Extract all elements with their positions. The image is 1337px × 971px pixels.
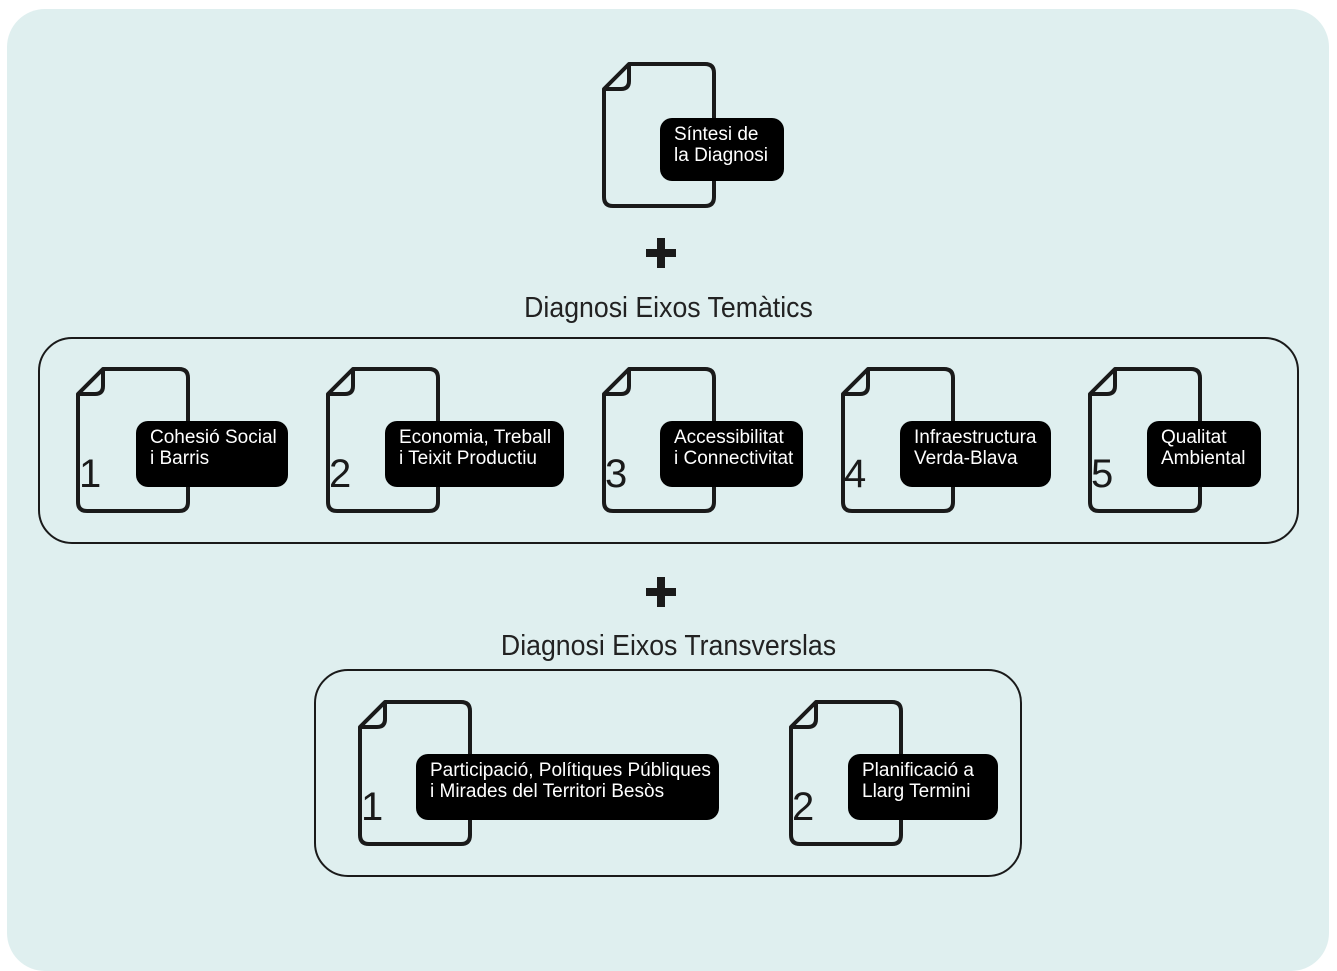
transversal-item-number: 2 — [792, 785, 815, 829]
document-icon — [1088, 367, 1202, 513]
thematic-item-line2: Verda-Blava — [914, 448, 1018, 469]
thematic-item-line2: i Connectivitat — [674, 448, 794, 469]
transversal-section-title: Diagnosi Eixos Transverslas — [500, 630, 837, 662]
transversal-item-line2: Llarg Termini — [862, 781, 971, 802]
thematic-item-label: Qualitat Ambiental — [1147, 421, 1261, 487]
document-icon — [76, 367, 190, 513]
thematic-document-5: 5 Qualitat Ambiental — [1087, 366, 1337, 516]
transversal-document-2: 2 Planificació a Llarg Termini — [788, 699, 1088, 849]
thematic-item-line1: Economia, Treball — [399, 427, 552, 448]
document-icon — [602, 367, 716, 513]
transversal-item-line2: i Mirades del Territori Besòs — [430, 781, 665, 802]
document-icon — [789, 700, 903, 846]
thematic-group-box — [38, 337, 1299, 544]
thematic-item-line2: Ambiental — [1161, 448, 1246, 469]
thematic-item-number: 1 — [79, 452, 102, 496]
thematic-document-1: 1 Cohesió Social i Barris — [75, 366, 375, 516]
transversal-document-1: 1 Participació, Polítiques Públiques i M… — [357, 699, 719, 849]
synthesis-label-line2: la Diagnosi — [674, 145, 768, 166]
thematic-section-title: Diagnosi Eixos Temàtics — [524, 292, 813, 324]
transversal-item-label: Planificació a Llarg Termini — [848, 754, 998, 820]
thematic-item-number: 4 — [844, 452, 867, 496]
plus-icon — [646, 577, 676, 607]
transversal-item-line1: Participació, Polítiques Públiques — [430, 760, 711, 781]
thematic-item-line1: Accessibilitat — [674, 427, 784, 448]
thematic-item-line1: Infraestructura — [914, 427, 1037, 448]
thematic-item-number: 3 — [605, 452, 628, 496]
thematic-item-line2: i Barris — [150, 448, 210, 469]
document-icon — [841, 367, 955, 513]
thematic-item-number: 2 — [329, 452, 352, 496]
plus-icon — [646, 238, 676, 268]
thematic-item-label: Infraestructura Verda-Blava — [900, 421, 1051, 487]
document-icon — [326, 367, 440, 513]
thematic-document-2: 2 Economia, Treball i Teixit Productiu — [325, 366, 625, 516]
thematic-item-label: Accessibilitat i Connectivitat — [660, 421, 803, 487]
thematic-item-number: 5 — [1091, 452, 1114, 496]
thematic-item-line2: i Teixit Productiu — [399, 448, 537, 469]
transversal-item-number: 1 — [361, 785, 384, 829]
thematic-item-line1: Qualitat — [1161, 427, 1227, 448]
thematic-document-3: 3 Accessibilitat i Connectivitat — [601, 366, 901, 516]
thematic-document-4: 4 Infraestructura Verda-Blava — [840, 366, 1140, 516]
transversal-group-box — [314, 669, 1022, 877]
transversal-item-line1: Planificació a — [862, 760, 974, 781]
transversal-item-label: Participació, Polítiques Públiques i Mir… — [416, 754, 719, 820]
thematic-item-line1: Cohesió Social — [150, 427, 277, 448]
document-icon — [358, 700, 472, 846]
thematic-item-label: Cohesió Social i Barris — [136, 421, 288, 487]
synthesis-label-line1: Síntesi de — [674, 124, 759, 145]
document-icon — [602, 62, 716, 208]
thematic-item-label: Economia, Treball i Teixit Productiu — [385, 421, 564, 487]
synthesis-label: Síntesi de la Diagnosi — [660, 118, 784, 181]
synthesis-document: Síntesi de la Diagnosi — [601, 61, 901, 211]
